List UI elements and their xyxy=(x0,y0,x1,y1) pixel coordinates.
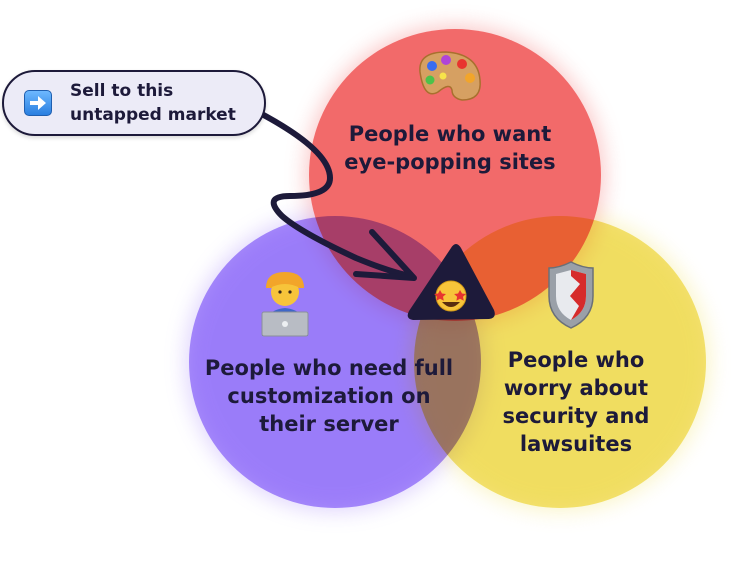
shield-icon xyxy=(548,261,594,329)
technologist-laptop-icon xyxy=(261,272,309,337)
purple-circle xyxy=(189,216,481,508)
yellow-circle xyxy=(414,216,706,508)
red-circle-label: People who want eye-popping sites xyxy=(344,122,556,174)
arrowhead xyxy=(353,229,417,281)
callout-pill: Sell to this untapped market xyxy=(2,70,266,136)
yellow-circle-label: People who worry about security and laws… xyxy=(502,348,650,456)
purple-circle-label: People who need full customization on th… xyxy=(204,356,454,436)
star-struck-face-icon xyxy=(434,280,467,312)
right-arrow-icon xyxy=(24,90,52,116)
callout-text: Sell to this untapped market xyxy=(70,81,236,125)
artist-palette-icon xyxy=(419,51,481,101)
connector-arrow xyxy=(255,109,413,279)
